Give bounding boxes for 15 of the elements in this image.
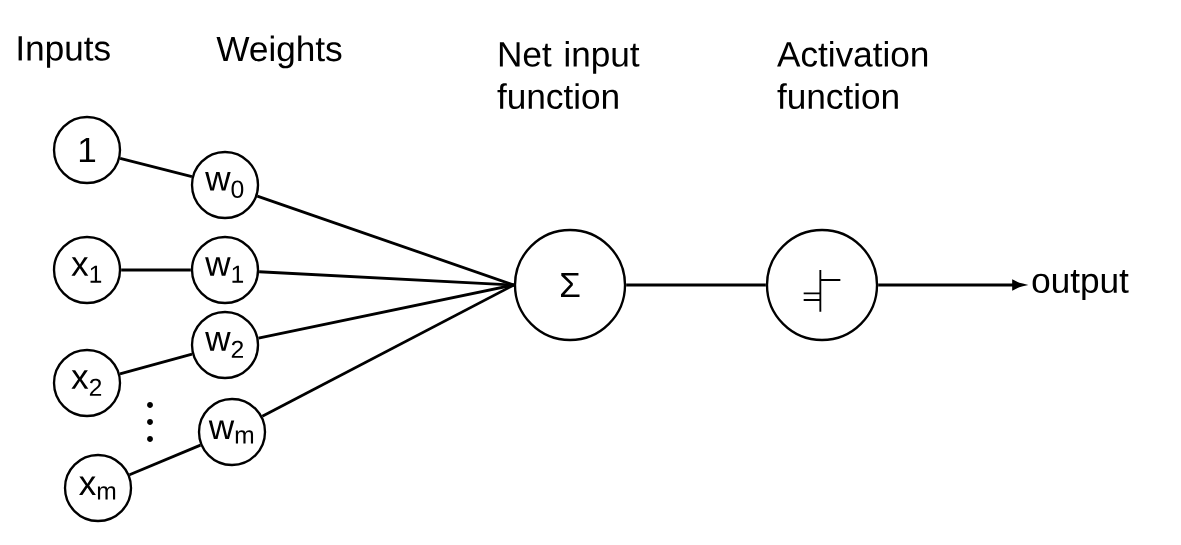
connector-line <box>256 194 515 287</box>
column-heading: Net input function <box>497 41 640 109</box>
connector-line <box>261 283 515 418</box>
connector-line <box>258 283 515 340</box>
connector-line <box>119 157 193 178</box>
connector-line <box>626 283 766 287</box>
column-heading: Inputs <box>18 36 110 68</box>
column-heading: Weights <box>216 35 342 69</box>
connector-line <box>121 268 191 272</box>
activation-circle <box>765 228 879 342</box>
connector-line <box>129 443 202 477</box>
output-text: output <box>1032 269 1129 300</box>
connector-line <box>259 270 514 287</box>
column-heading: Activation function <box>777 41 928 109</box>
connector-line <box>119 352 193 376</box>
